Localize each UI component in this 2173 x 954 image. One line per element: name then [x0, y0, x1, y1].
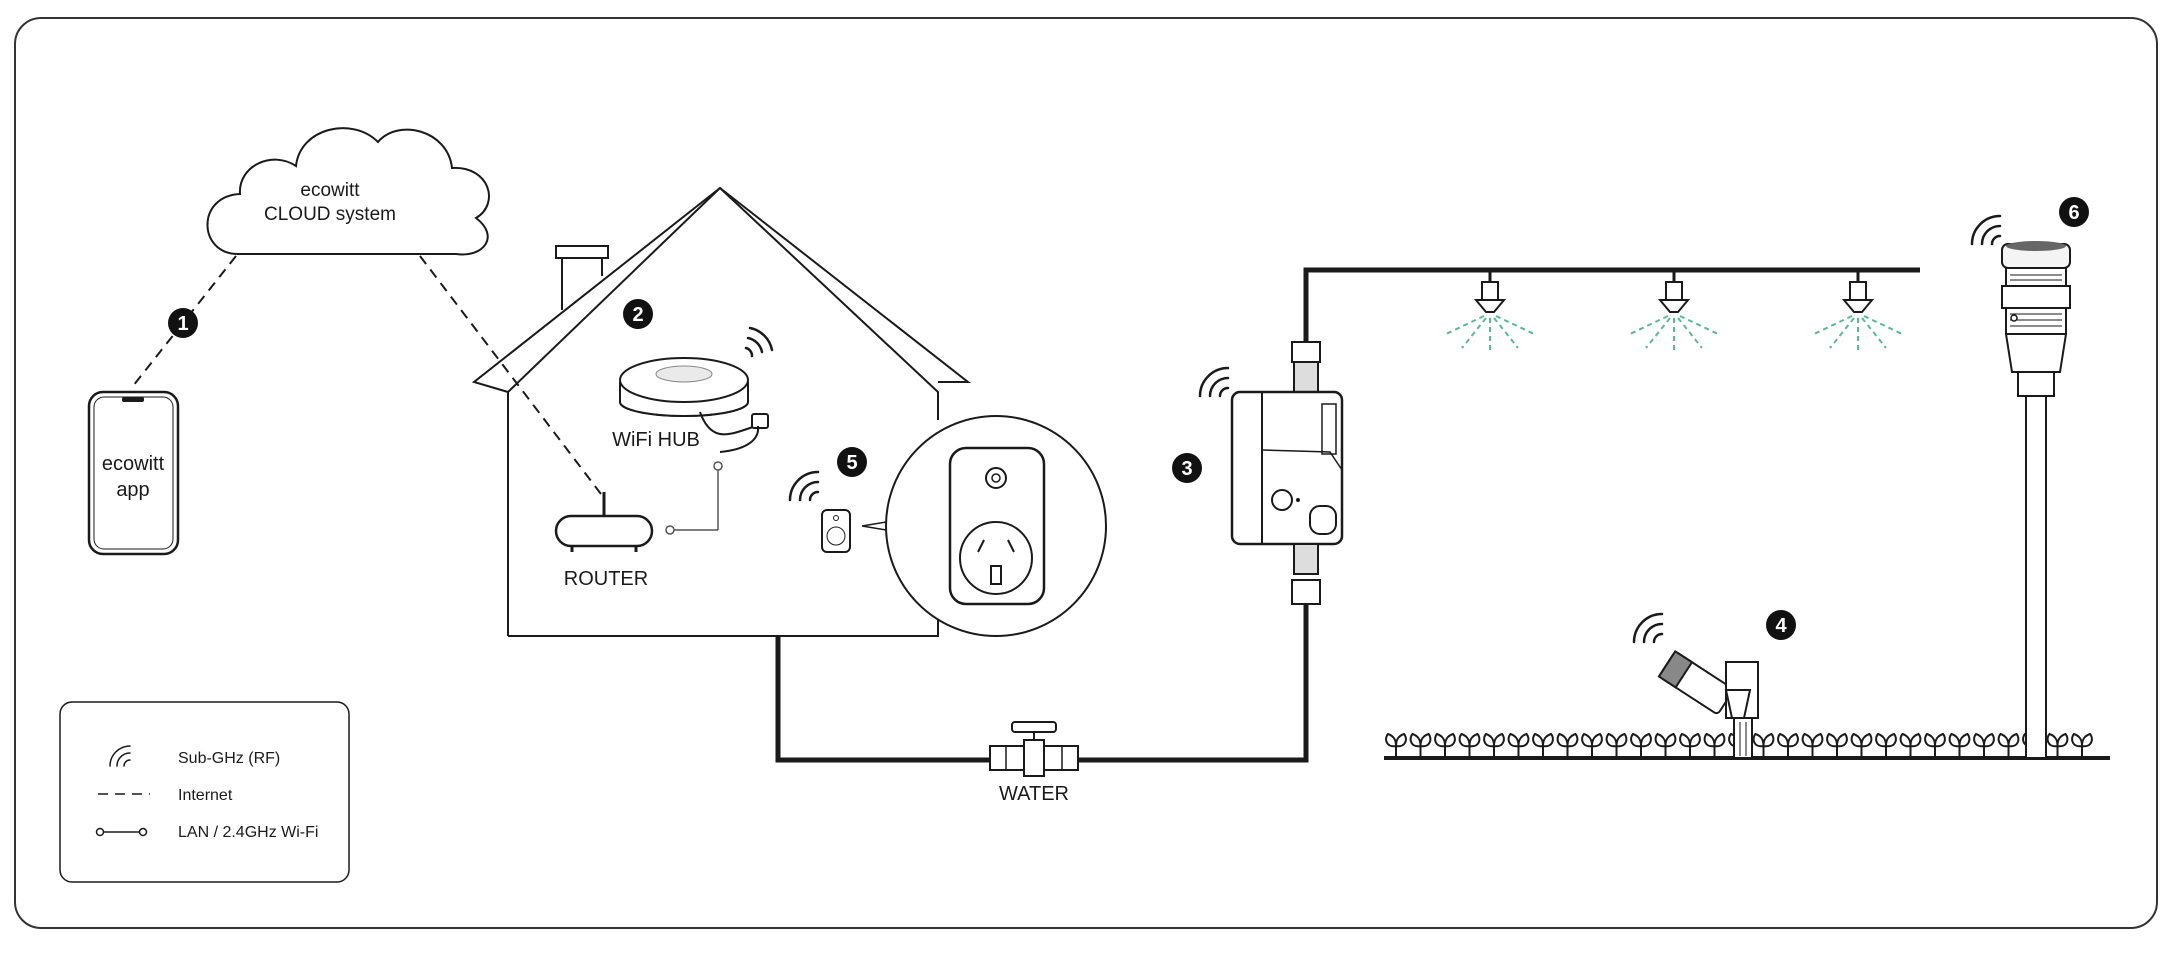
plant-icon	[1434, 732, 1456, 756]
internet-link-phone	[132, 255, 237, 387]
plant-icon	[1556, 732, 1579, 756]
legend-label-lan: LAN / 2.4GHz Wi-Fi	[178, 824, 318, 841]
water-tap-icon	[989, 721, 1079, 777]
plant-icon	[1924, 732, 1946, 756]
marker-5-text: 5	[846, 452, 857, 474]
plant-icon	[1752, 732, 1775, 756]
plant-icon	[1458, 732, 1481, 756]
lan-link	[665, 461, 723, 535]
plant-icon	[1703, 732, 1726, 756]
legend-box	[59, 701, 350, 883]
plug-callout	[861, 415, 1107, 637]
house-outline	[471, 186, 971, 637]
water-label: WATER	[999, 783, 1069, 805]
sprinkler-icon	[1813, 270, 1903, 352]
plant-icon	[1483, 732, 1505, 756]
plant-icon	[1409, 732, 1432, 756]
phone-label-line1: ecowitt	[102, 453, 165, 475]
cloud-label-line1: ecowitt	[300, 180, 360, 201]
wifi-hub-icon	[619, 357, 769, 453]
marker-1-text: 1	[177, 313, 188, 335]
phone-label-line2: app	[116, 479, 149, 501]
phone-icon	[87, 390, 180, 556]
plant-icon	[1507, 732, 1530, 756]
soil-wireless-icon	[1632, 612, 1664, 644]
plant-icon	[1973, 732, 1995, 756]
legend: Sub-GHz (RF) Internet LAN / 2.4GHz Wi-Fi	[59, 701, 350, 883]
sprinkler-icon	[1629, 270, 1719, 352]
marker-2: 2	[623, 299, 653, 329]
plant-icon	[1948, 732, 1971, 756]
internet-link-router	[419, 255, 605, 499]
plug-wireless-icon	[788, 470, 820, 502]
marker-4-text: 4	[1775, 615, 1787, 637]
weather-station-icon	[2001, 241, 2071, 759]
router-icon	[554, 492, 654, 552]
marker-3: 3	[1172, 453, 1202, 483]
plant-icon	[1875, 732, 1897, 756]
cloud-icon	[206, 127, 490, 256]
legend-label-rf: Sub-GHz (RF)	[178, 750, 280, 767]
plant-icon	[1997, 732, 2020, 756]
plant-icon	[1826, 732, 1848, 756]
plant-icon	[1385, 732, 1407, 756]
plant-icon	[1801, 732, 1824, 756]
plant-icon	[1850, 732, 1873, 756]
plant-icon	[1630, 732, 1652, 756]
plant-icon	[1679, 732, 1701, 756]
plant-icon	[1532, 732, 1554, 756]
marker-1: 1	[168, 308, 198, 338]
router-label: ROUTER	[564, 568, 648, 590]
plant-icon	[1899, 732, 1922, 756]
marker-6-text: 6	[2068, 202, 2079, 224]
plant-row	[1385, 732, 2093, 756]
plant-icon	[2071, 732, 2093, 756]
plant-icon	[1581, 732, 1603, 756]
plant-icon	[1654, 732, 1677, 756]
marker-3-text: 3	[1181, 458, 1192, 480]
water-timer-icon	[1230, 341, 1344, 605]
rf-wave-icon	[109, 745, 131, 767]
weather-wireless-icon	[1970, 214, 2002, 246]
lan-line-icon	[95, 827, 148, 837]
marker-2-text: 2	[632, 304, 643, 326]
plant-icon	[2046, 732, 2069, 756]
marker-6: 6	[2059, 197, 2089, 227]
hub-wireless-icon	[744, 326, 774, 358]
plant-icon	[1777, 732, 1799, 756]
legend-label-internet: Internet	[178, 787, 233, 804]
smart-plug-small-icon	[821, 509, 851, 553]
marker-4: 4	[1766, 610, 1796, 640]
timer-wireless-icon	[1198, 366, 1230, 398]
sprinkler-icon	[1445, 270, 1535, 352]
cloud-label-line2: CLOUD system	[264, 204, 396, 225]
outer-frame	[14, 17, 2158, 929]
soil-sensor-icon	[1657, 649, 1759, 759]
hub-label: WiFi HUB	[612, 429, 700, 451]
marker-5: 5	[837, 447, 867, 477]
plant-icon	[1605, 732, 1628, 756]
